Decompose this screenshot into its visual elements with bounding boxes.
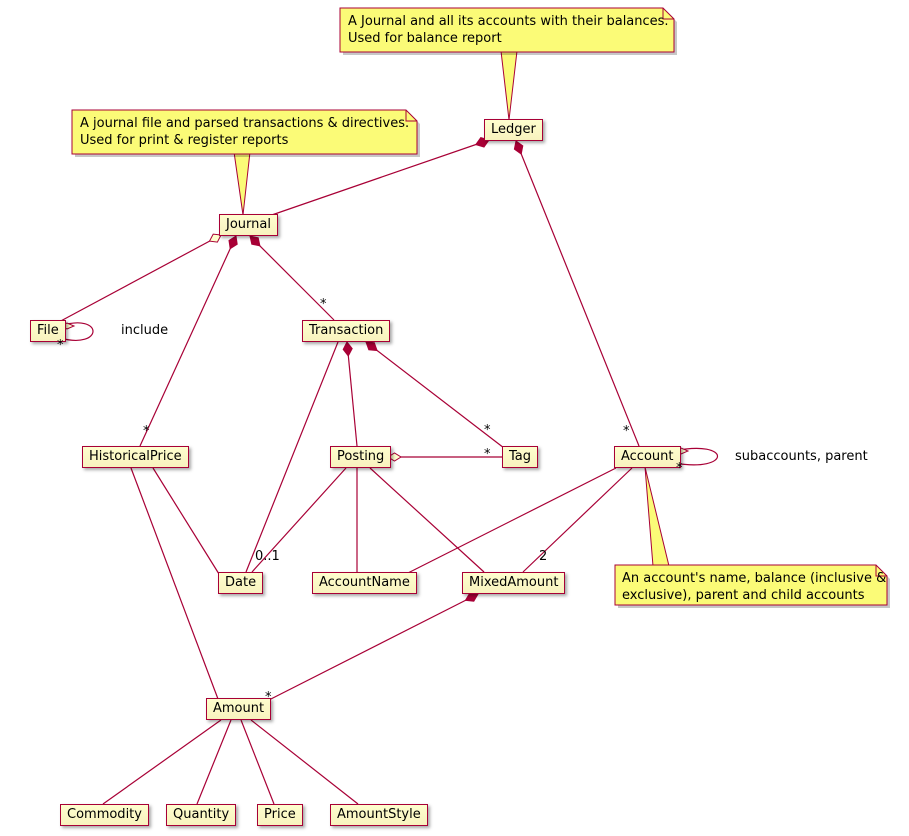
- note-account-line2: exclusive), parent and child accounts: [622, 588, 865, 603]
- class-account-name: AccountName: [312, 572, 417, 594]
- diamond-transaction-posting: [342, 341, 353, 357]
- diamond-transaction-tag: [365, 341, 378, 352]
- mult-tag-posting: *: [484, 447, 491, 462]
- edge-account-selfloop: [673, 447, 718, 466]
- edge-journal-historicalprice: [139, 235, 237, 447]
- note-account: An account's name, balance (inclusive & …: [622, 570, 886, 604]
- class-amount: Amount: [206, 698, 272, 720]
- note-journal-tail: [233, 151, 251, 216]
- note-ledger-fold: [662, 8, 674, 20]
- diamond-journal-file: [208, 233, 222, 243]
- mult-historical-price: *: [143, 424, 150, 439]
- mult-date: 0..1: [255, 549, 280, 564]
- edge-transaction-posting: [346, 341, 358, 447]
- note-journal-line2: Used for print & register reports: [80, 133, 289, 148]
- mult-account: *: [623, 424, 630, 439]
- edge-posting-mixedamount: [369, 467, 485, 573]
- note-ledger-line2: Used for balance report: [348, 31, 502, 46]
- note-account-line1: An account's name, balance (inclusive &: [622, 571, 887, 586]
- class-transaction: Transaction: [302, 320, 391, 342]
- diamond-journal-transaction: [249, 235, 261, 247]
- edge-account-mixedamount: [522, 467, 633, 573]
- class-tag: Tag: [502, 446, 539, 468]
- class-posting: Posting: [330, 446, 392, 468]
- edge-label-include: include: [121, 323, 169, 338]
- edge-account-accountname: [401, 467, 617, 577]
- note-ledger-body: [339, 7, 675, 53]
- edge-lines: [56, 139, 718, 805]
- filled-diamonds: [228, 137, 524, 602]
- edge-journal-file: [56, 234, 222, 324]
- edge-amount-commodity: [102, 719, 222, 805]
- class-mixed-amount: MixedAmount: [462, 572, 566, 594]
- note-shadows: [75, 11, 890, 608]
- note-journal-body: [71, 109, 418, 155]
- edge-transaction-date: [245, 341, 339, 573]
- edge-mixedamount-amount: [262, 593, 479, 704]
- note-account-body: [614, 564, 888, 606]
- edge-ledger-journal: [265, 139, 490, 218]
- note-ledger-tail: [500, 50, 518, 121]
- class-commodity: Commodity: [60, 804, 149, 826]
- class-quantity: Quantity: [166, 804, 237, 826]
- note-journal-fold: [405, 110, 417, 122]
- edge-amount-price: [240, 719, 275, 805]
- edge-posting-date: [251, 467, 347, 573]
- note-journal-line1: A journal file and parsed transactions &…: [80, 116, 410, 131]
- mult-tag-transaction: *: [484, 423, 491, 438]
- edge-file-include-loop: [59, 322, 94, 341]
- diamond-journal-historicalprice: [228, 235, 238, 250]
- note-bodies: [71, 7, 888, 606]
- edge-amount-quantity: [196, 719, 232, 805]
- note-account-tail: [644, 466, 670, 567]
- class-file: File: [30, 320, 66, 342]
- class-journal: Journal: [219, 214, 278, 236]
- edge-ledger-account: [515, 140, 640, 447]
- diamond-ledger-account: [513, 140, 524, 155]
- diamond-mixedamount-amount: [464, 592, 479, 602]
- note-journal: A journal file and parsed transactions &…: [80, 115, 409, 149]
- note-tails: [233, 50, 670, 567]
- mult-subaccounts: *: [676, 461, 683, 476]
- edge-journal-transaction: [249, 235, 335, 321]
- note-ledger: A Journal and all its accounts with thei…: [348, 13, 669, 47]
- class-ledger: Ledger: [484, 119, 543, 141]
- note-ledger-line1: A Journal and all its accounts with thei…: [348, 14, 669, 29]
- mult-transaction: *: [320, 297, 327, 312]
- edge-transaction-tag: [365, 341, 505, 449]
- edge-amount-amountstyle: [250, 719, 359, 805]
- edge-label-subaccounts-parent: subaccounts, parent: [735, 449, 868, 464]
- edge-historicalprice-date: [152, 467, 220, 575]
- class-price: Price: [257, 804, 303, 826]
- mult-mixed-amount: 2: [539, 549, 548, 564]
- mult-file: *: [57, 338, 64, 353]
- note-account-fold: [875, 565, 887, 577]
- class-account: Account: [614, 446, 681, 468]
- class-amount-style: AmountStyle: [330, 804, 428, 826]
- edge-historicalprice-amount: [130, 467, 219, 700]
- class-date: Date: [218, 572, 264, 594]
- mult-amount: *: [265, 690, 272, 705]
- class-historical-price: HistoricalPrice: [82, 446, 189, 468]
